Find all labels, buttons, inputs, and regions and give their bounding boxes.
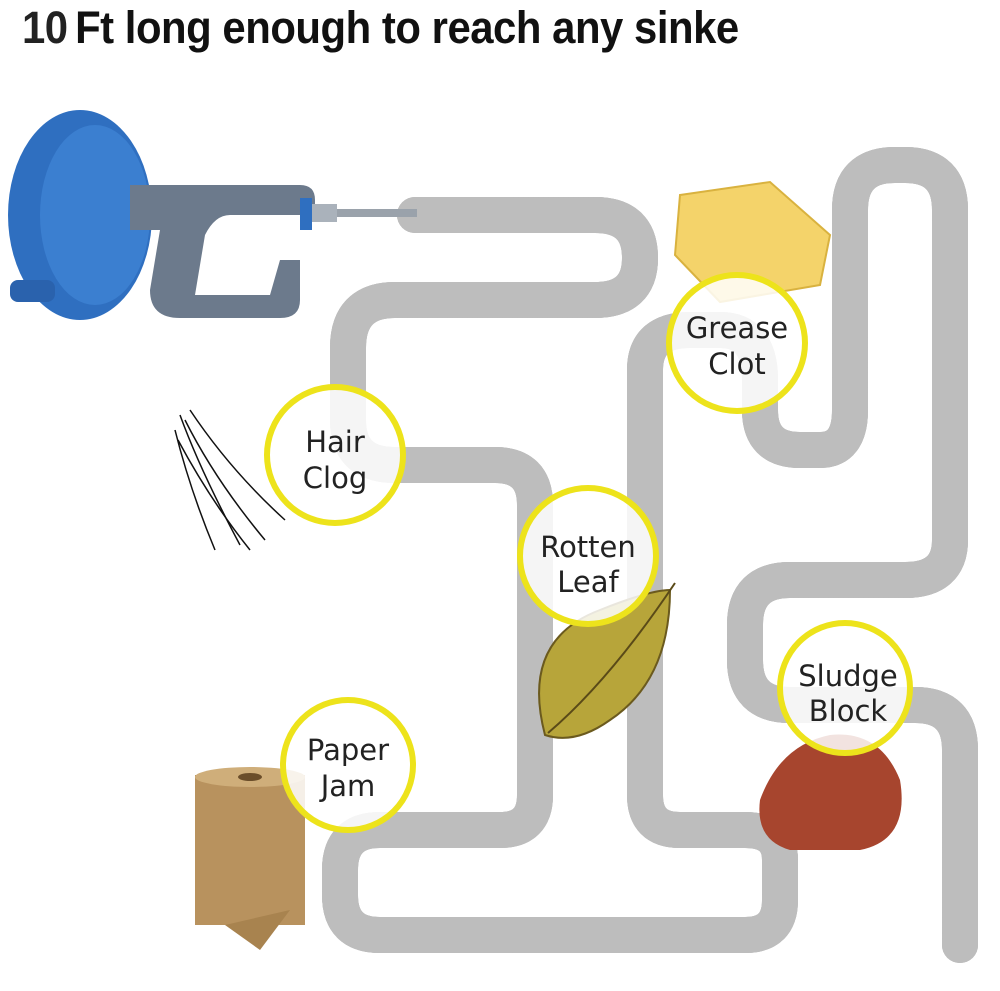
svg-text:Jam: Jam xyxy=(319,769,376,803)
svg-text:Hair: Hair xyxy=(305,425,365,459)
svg-text:Leaf: Leaf xyxy=(557,565,619,599)
hair-clump xyxy=(174,409,286,551)
svg-text:Rotten: Rotten xyxy=(540,530,636,564)
label-sludge-block: Sludge Block xyxy=(777,620,913,756)
label-rotten-leaf: Rotten Leaf xyxy=(517,485,659,627)
drain-auger-tool xyxy=(8,110,417,320)
label-paper-jam: Paper Jam xyxy=(280,697,416,833)
butter-block xyxy=(673,180,832,304)
svg-text:Block: Block xyxy=(809,694,888,728)
svg-text:Sludge: Sludge xyxy=(798,659,898,693)
paper-towel-roll xyxy=(195,767,305,950)
leaf xyxy=(538,582,676,739)
rock xyxy=(759,734,902,850)
svg-text:Clog: Clog xyxy=(303,461,367,495)
svg-text:Paper: Paper xyxy=(307,733,389,767)
svg-text:Grease: Grease xyxy=(686,311,788,345)
label-grease-clot: Grease Clot xyxy=(666,272,808,414)
label-hair-clog: Hair Clog xyxy=(264,384,406,526)
svg-text:Clot: Clot xyxy=(708,347,765,381)
